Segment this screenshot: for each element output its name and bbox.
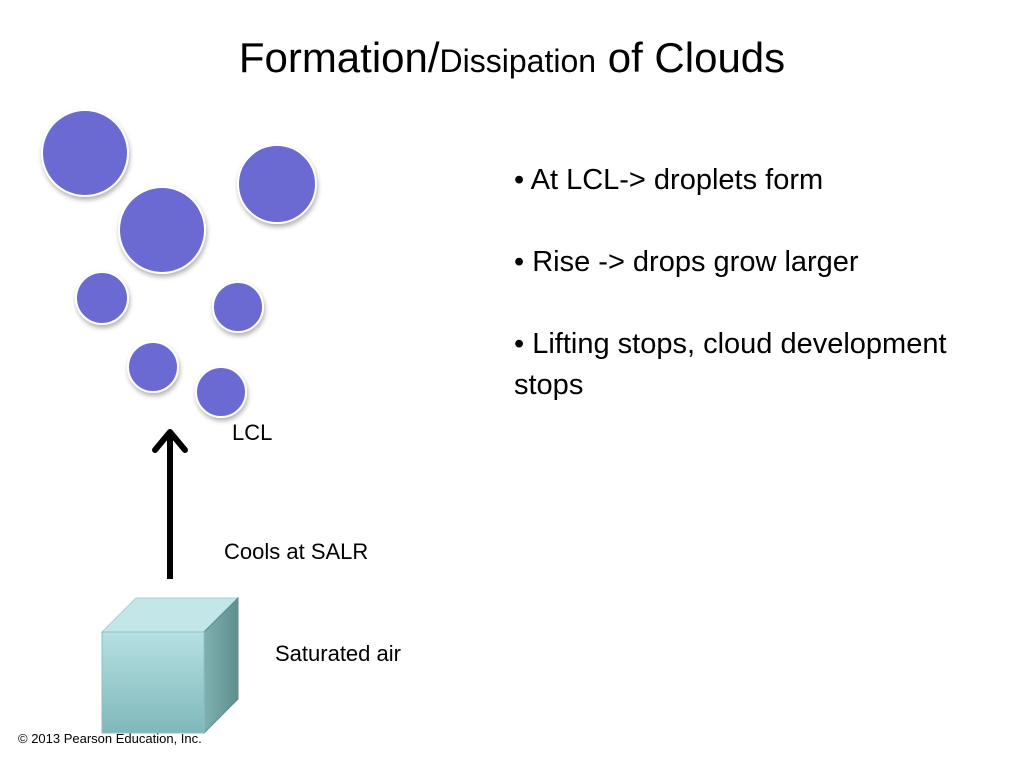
droplet-medium-left [75, 271, 129, 325]
droplet-small-left [127, 341, 179, 393]
title-formation: Formation/ [238, 34, 440, 81]
bullet-list: • At LCL-> droplets form • Rise -> drops… [514, 160, 994, 447]
droplet-large-top-left [41, 109, 129, 197]
cube-front-face [101, 631, 205, 734]
droplet-large-top-right [237, 144, 317, 224]
title-of-clouds: of Clouds [596, 34, 786, 81]
bullet-item: • Rise -> drops grow larger [514, 246, 859, 278]
slide-title: Formation/Dissipation of Clouds [0, 30, 1024, 89]
cools-at-salr-label: Cools at SALR [224, 539, 369, 564]
lcl-label: LCL [232, 420, 273, 445]
bullet-item: • At LCL-> droplets form [514, 164, 824, 196]
droplet-large-center [118, 186, 206, 274]
saturated-air-cube [100, 596, 240, 735]
saturated-air-label: Saturated air [275, 641, 401, 666]
copyright-notice: © 2013 Pearson Education, Inc. [18, 731, 202, 746]
title-dissipation: Dissipation [439, 43, 597, 79]
bullet-item: • Lifting stops, cloud development stops [514, 328, 947, 401]
droplet-small-right [195, 366, 247, 418]
cloud-droplets [41, 109, 317, 418]
arrow-head-icon [152, 429, 188, 453]
droplet-medium-right [212, 281, 264, 333]
rising-arrow [152, 429, 188, 579]
